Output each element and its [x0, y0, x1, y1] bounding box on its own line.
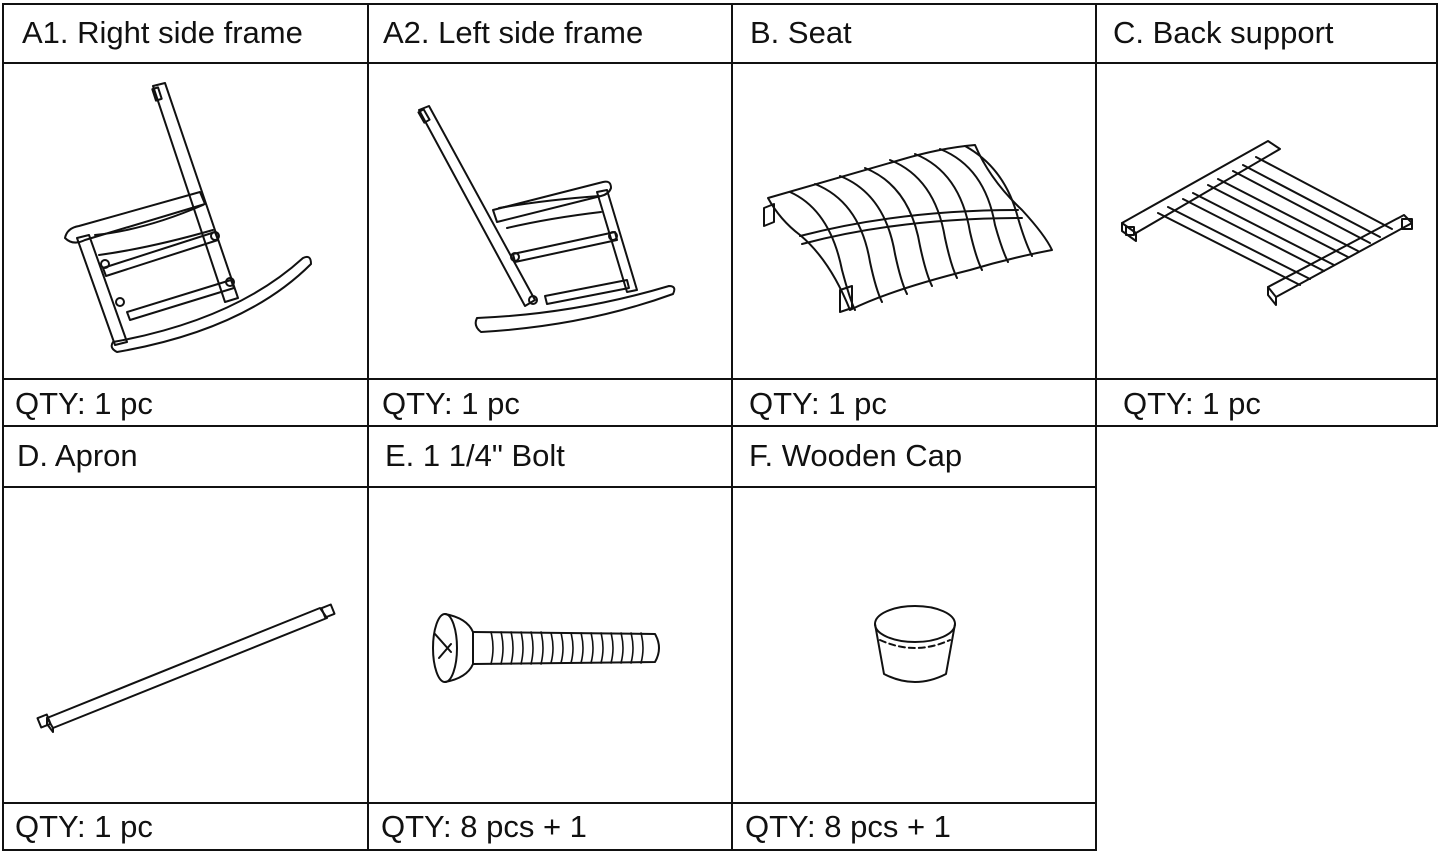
table-border — [2, 62, 1438, 64]
table-border — [2, 425, 1438, 427]
table-border — [2, 378, 1438, 380]
part-qty-a1: QTY: 1 pc — [15, 386, 153, 421]
part-name-a1: A1. Right side frame — [22, 15, 303, 50]
part-name-a2: A2. Left side frame — [383, 15, 644, 50]
table-border — [367, 3, 369, 851]
table-border — [1436, 3, 1438, 427]
back-support-slats-icon — [1118, 135, 1418, 310]
part-name-c: C. Back support — [1113, 15, 1334, 50]
table-border — [2, 3, 4, 851]
slatted-seat-icon — [760, 140, 1060, 320]
part-name-f: F. Wooden Cap — [749, 438, 963, 473]
bolt-icon — [425, 608, 670, 688]
part-qty-b: QTY: 1 pc — [749, 386, 887, 421]
part-qty-d: QTY: 1 pc — [15, 809, 153, 844]
rocking-side-frame-right-icon — [55, 80, 315, 360]
part-name-e: E. 1 1/4" Bolt — [385, 438, 565, 473]
wooden-cap-icon — [868, 600, 963, 690]
table-border — [2, 3, 1438, 5]
part-qty-a2: QTY: 1 pc — [382, 386, 520, 421]
table-border — [731, 3, 733, 851]
apron-rail-icon — [35, 600, 340, 735]
part-qty-e: QTY: 8 pcs + 1 — [381, 809, 587, 844]
part-name-d: D. Apron — [17, 438, 138, 473]
table-border — [2, 802, 1097, 804]
part-qty-f: QTY: 8 pcs + 1 — [745, 809, 951, 844]
rocking-side-frame-left-icon — [415, 100, 680, 340]
table-border — [1095, 3, 1097, 851]
table-border — [2, 849, 1097, 851]
part-qty-c: QTY: 1 pc — [1123, 386, 1261, 421]
table-border — [2, 486, 1097, 488]
part-name-b: B. Seat — [750, 15, 852, 50]
